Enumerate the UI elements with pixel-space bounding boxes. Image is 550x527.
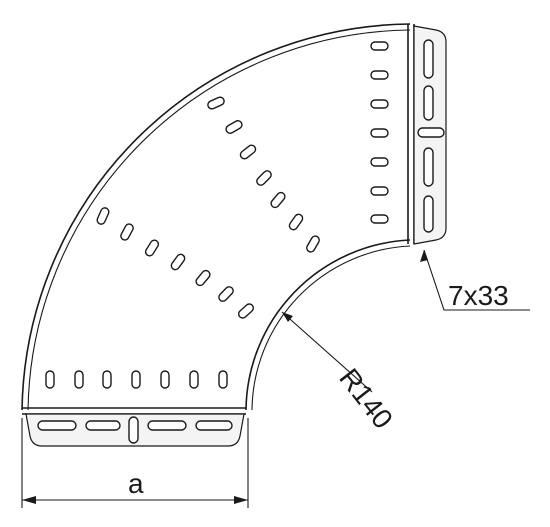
tray-body xyxy=(21,23,411,411)
width-dimension: a xyxy=(21,418,249,508)
slot-row-diagonal-lower xyxy=(96,207,255,319)
inner-arc xyxy=(245,239,411,411)
radius-callout: R140 xyxy=(281,311,399,435)
perforation-label: 7x33 xyxy=(448,280,509,311)
slot-row-bottom xyxy=(45,370,228,389)
outer-arc-lip xyxy=(27,29,411,411)
radius-label: R140 xyxy=(333,363,399,435)
outer-arc xyxy=(21,23,411,411)
width-label: a xyxy=(128,468,144,499)
right-flange xyxy=(407,24,447,245)
inner-arc-lip xyxy=(251,245,411,411)
perforation-callout: 7x33 xyxy=(420,249,530,311)
slot-row-right xyxy=(370,41,389,224)
bottom-flange xyxy=(22,407,246,447)
slot-row-diagonal-upper xyxy=(207,96,320,253)
